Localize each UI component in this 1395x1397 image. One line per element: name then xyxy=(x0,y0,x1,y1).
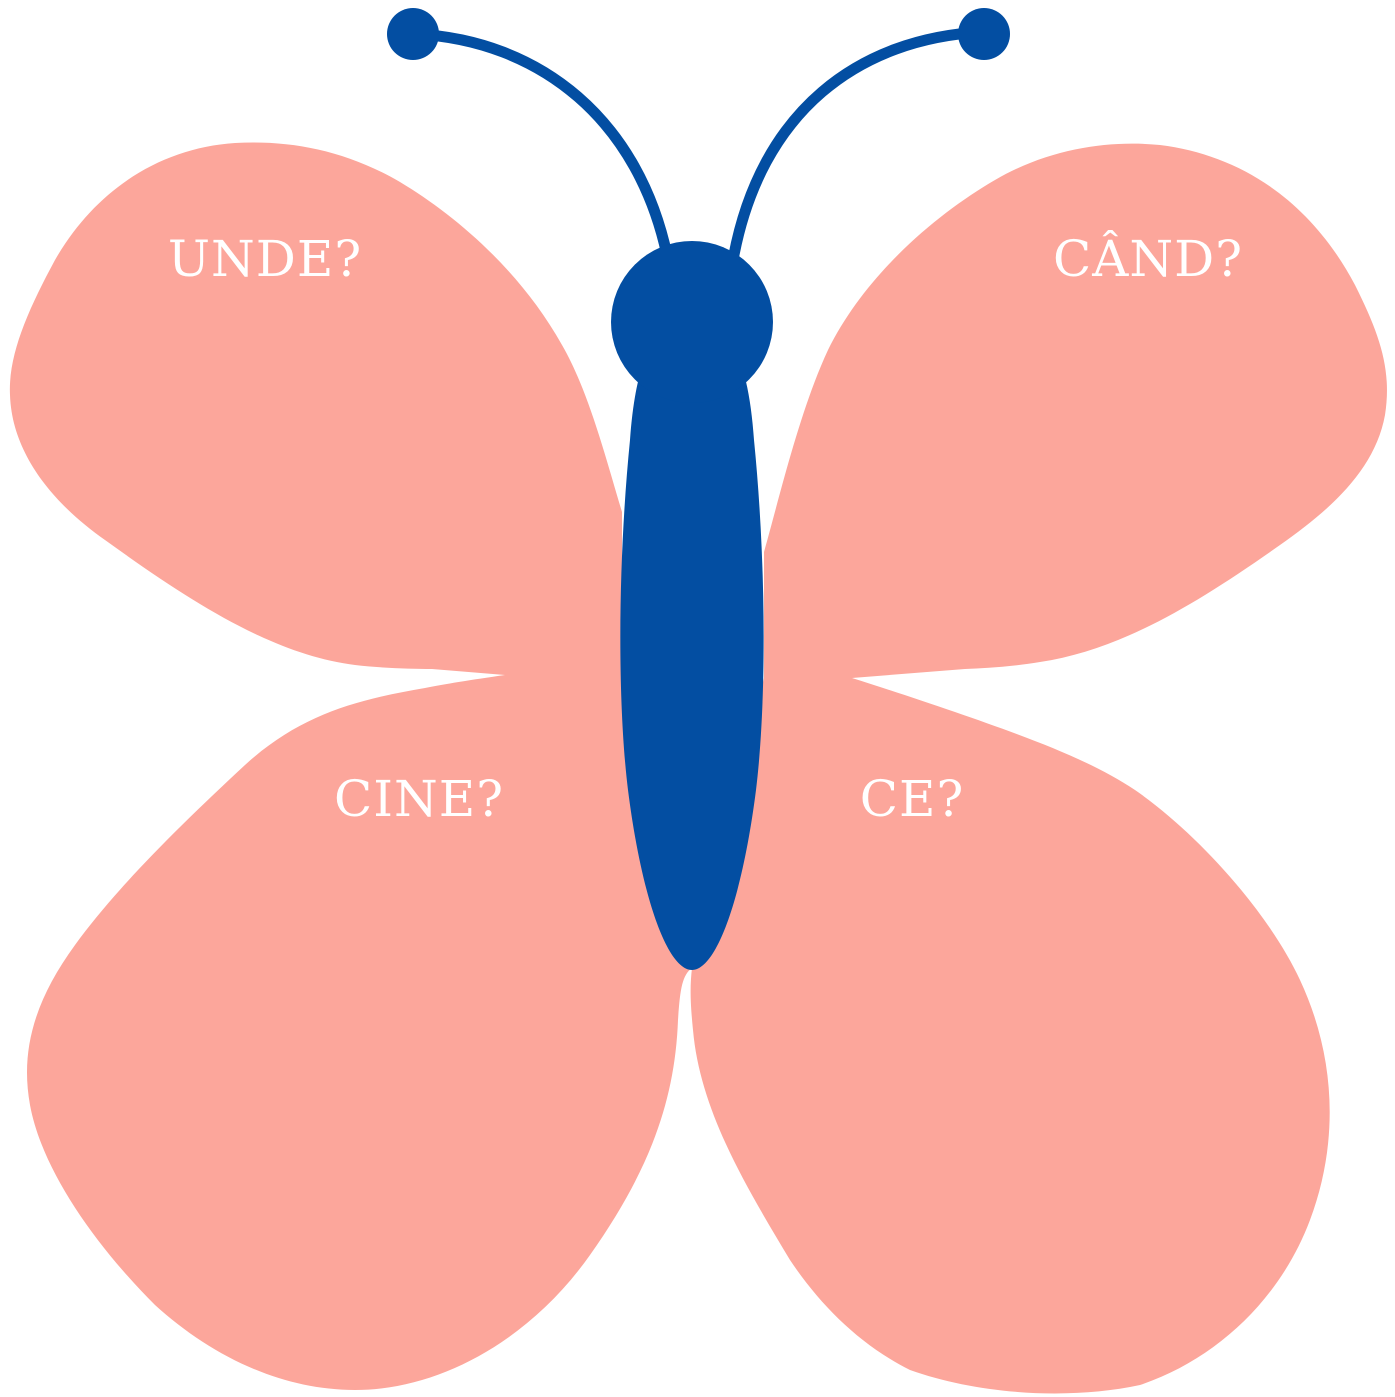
antenna-left-tip xyxy=(387,8,439,60)
label-cand: CÂND? xyxy=(1053,229,1243,288)
wing-bottom-right xyxy=(691,678,1330,1393)
wing-top-right xyxy=(764,144,1387,678)
label-unde: UNDE? xyxy=(168,230,362,288)
label-cine: CINE? xyxy=(334,770,504,828)
butterfly-head xyxy=(611,241,773,403)
antenna-right-tip xyxy=(958,8,1010,60)
label-ce: CE? xyxy=(860,770,965,828)
wing-top-left xyxy=(10,142,622,675)
